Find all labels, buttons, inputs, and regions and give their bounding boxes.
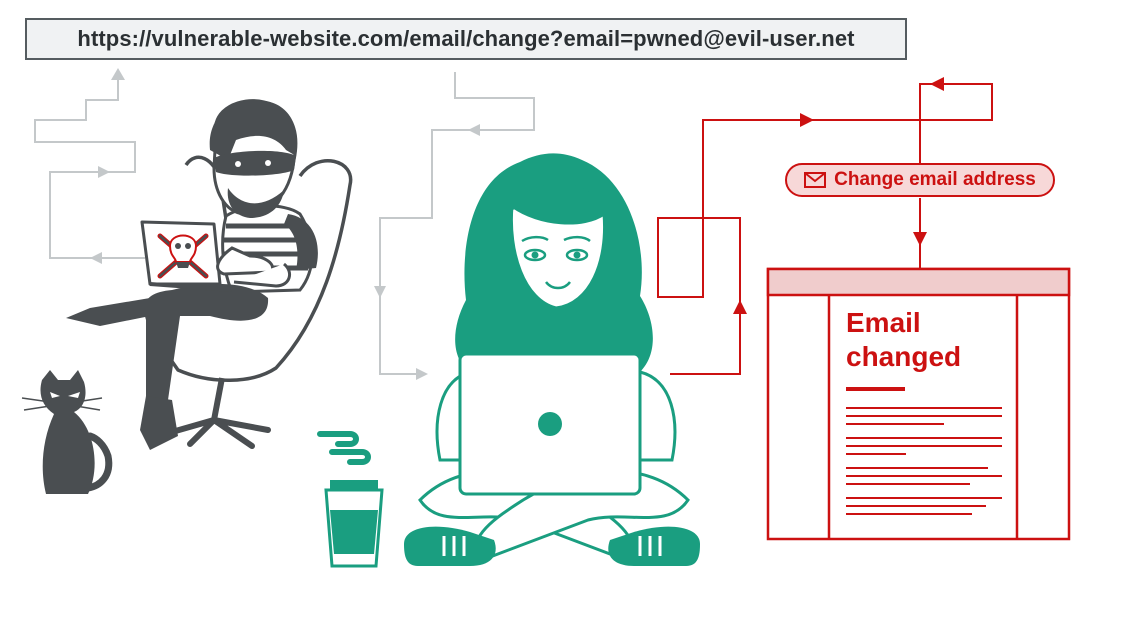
steam-icon — [317, 431, 371, 465]
result-page-titlebar — [766, 267, 1071, 297]
victim-sneakers — [404, 526, 700, 566]
skull-crossbones-icon — [157, 233, 209, 279]
cat — [21, 370, 113, 494]
flow-arrow-left-icon — [468, 124, 480, 136]
attacker-flow-lines — [34, 75, 145, 259]
change-email-request-text: Change email address — [834, 169, 1036, 190]
attacker-shoe — [66, 298, 150, 326]
attacker-hair — [209, 100, 297, 160]
victim-flow-lines — [379, 72, 535, 375]
request-flow-lines — [657, 83, 993, 375]
attacker — [66, 99, 353, 450]
victim-flow-arrows — [374, 124, 480, 380]
coffee-cup — [317, 431, 384, 568]
result-page-window — [766, 267, 1071, 541]
request-arrow-left-icon — [930, 77, 944, 91]
request-flow-arrows — [733, 77, 944, 314]
envelope-icon — [804, 172, 827, 188]
result-page-text-lines — [846, 407, 1002, 515]
attacker-laptop — [140, 220, 233, 292]
flow-arrow-right-icon — [98, 166, 110, 178]
laptop-logo-icon — [538, 412, 562, 436]
flow-arrow-left-icon — [90, 252, 102, 264]
victim-eyes — [521, 235, 591, 262]
flow-arrow-up-icon — [111, 68, 125, 80]
request-arrow-right-icon — [800, 113, 814, 127]
change-email-request-label: Change email address — [785, 163, 1055, 197]
flow-arrow-down-icon — [374, 286, 386, 298]
malicious-url-text: https://vulnerable-website.com/email/cha… — [77, 26, 855, 51]
malicious-url-bar: https://vulnerable-website.com/email/cha… — [25, 18, 907, 60]
attacker-shoe — [140, 396, 178, 450]
flow-arrow-right-icon — [416, 368, 428, 380]
request-arrow-down-icon — [913, 232, 927, 246]
victim-laptop — [458, 352, 642, 496]
attacker-legs — [144, 283, 269, 400]
victim — [404, 153, 700, 566]
request-arrow-up-icon — [733, 300, 747, 314]
cat-tail — [84, 432, 113, 492]
attacker-flow-arrows — [90, 68, 125, 264]
eye-mask — [214, 150, 296, 176]
result-page-title: Email changed — [846, 307, 962, 372]
attacker-beard — [227, 188, 284, 218]
